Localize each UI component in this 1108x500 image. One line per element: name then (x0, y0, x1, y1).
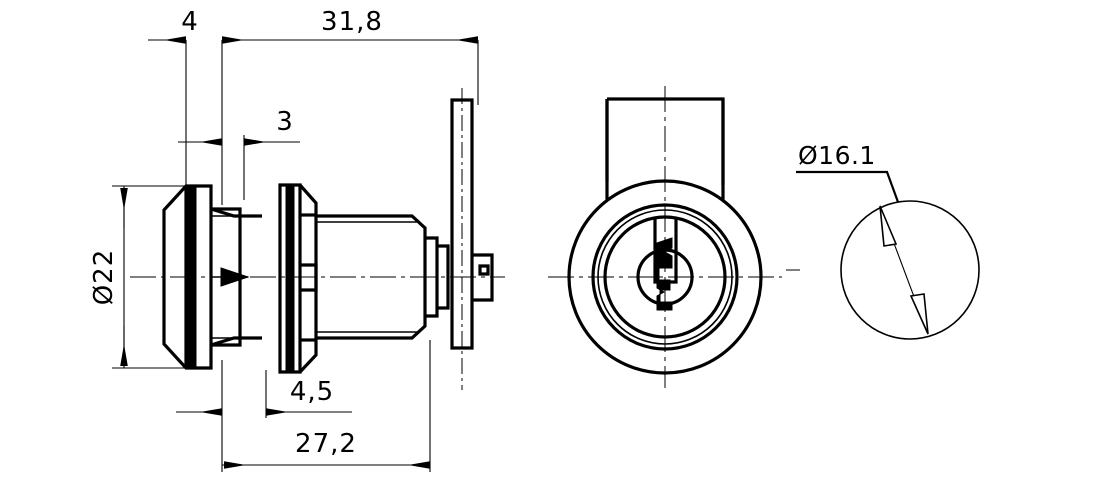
barrel-lower-chamfer (210, 336, 262, 347)
cam-plate (450, 98, 474, 350)
dim-label-d16-1: Ø16.1 (798, 141, 876, 170)
mid-dimension-group: 3 (178, 107, 300, 200)
side-section-view (130, 88, 505, 390)
bore-leader-line (796, 170, 900, 203)
top-dimension-group: 4 31,8 (148, 7, 479, 205)
bore-detail-view: Ø16.1 (786, 141, 980, 340)
dim-label-4: 4 (181, 7, 199, 37)
dim-label-3: 3 (276, 107, 294, 137)
front-view (548, 86, 782, 388)
bottom-dimension-group: 4,5 27,2 (176, 340, 431, 472)
collar-taper (298, 183, 318, 374)
dim-label-31-8: 31,8 (321, 7, 383, 37)
dim-label-d22: Ø22 (89, 249, 119, 306)
rear-washer-1 (425, 236, 439, 318)
tailpiece-notch (478, 264, 490, 276)
rear-washer-2 (437, 244, 450, 310)
dim-label-4-5: 4,5 (290, 377, 334, 407)
bezel-section-fill (185, 185, 197, 369)
dim-label-27-2: 27,2 (295, 429, 357, 459)
barrel-upper-chamfer (210, 207, 262, 218)
cylinder-body (316, 214, 427, 340)
bore-circle (840, 200, 980, 340)
tailpiece (472, 253, 494, 302)
bore-arrow-top (879, 205, 898, 247)
collar-section-fill (285, 184, 295, 373)
collar-keyway-notch (300, 263, 318, 292)
bore-arrow-bottom (909, 293, 929, 335)
